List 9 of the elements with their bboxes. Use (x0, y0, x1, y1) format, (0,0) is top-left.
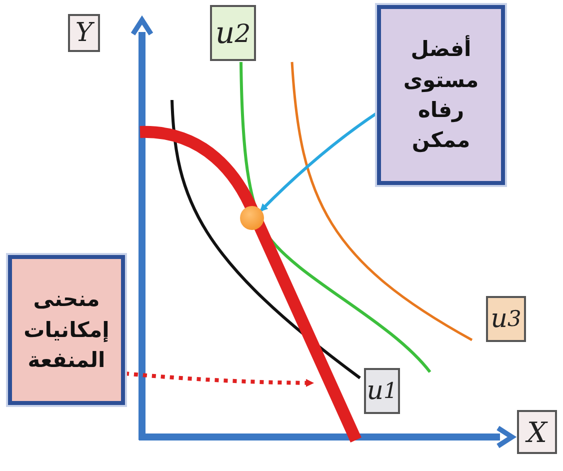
arrow (124, 372, 314, 387)
optimum-point (240, 206, 264, 230)
callout-box (8, 255, 125, 405)
callout-box (377, 5, 505, 185)
arrow (260, 112, 378, 212)
axis-curve-label: Y (68, 14, 100, 52)
axis-curve-label: X (517, 410, 557, 454)
callout-text: أفضل مستوى رفاه ممكن (402, 34, 480, 154)
callout-text: منحنى إمكانيات المنفعة (22, 286, 110, 374)
